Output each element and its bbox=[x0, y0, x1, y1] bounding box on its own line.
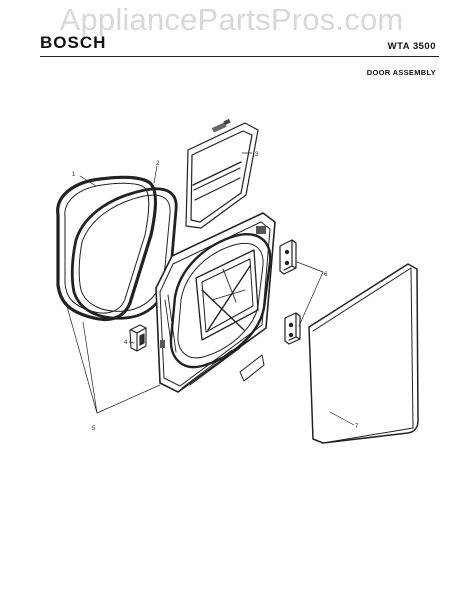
callout-6: 6 bbox=[324, 272, 328, 278]
part-5-door-assembly bbox=[155, 212, 276, 393]
watermark: AppliancePartsPros.com bbox=[59, 2, 404, 37]
model-number: WTA 3500 bbox=[387, 41, 436, 52]
callout-2: 2 bbox=[156, 161, 160, 167]
part-7-door-panel bbox=[308, 263, 419, 444]
section-title: DOOR ASSEMBLY bbox=[366, 68, 436, 77]
part-3-door-frame bbox=[185, 118, 259, 229]
part-1-outer-seal bbox=[56, 175, 157, 322]
callout-1: 1 bbox=[72, 172, 76, 178]
part-4-hinge-bracket bbox=[129, 324, 147, 352]
callout-5: 5 bbox=[92, 426, 96, 432]
callout-7: 7 bbox=[355, 424, 359, 430]
callout-4: 4 bbox=[124, 340, 128, 346]
brand-logo: BOSCH bbox=[40, 33, 107, 52]
header-divider bbox=[40, 56, 439, 57]
leader-lines bbox=[65, 152, 355, 426]
callout-3: 3 bbox=[255, 152, 259, 158]
part-6-hinges bbox=[279, 239, 301, 345]
